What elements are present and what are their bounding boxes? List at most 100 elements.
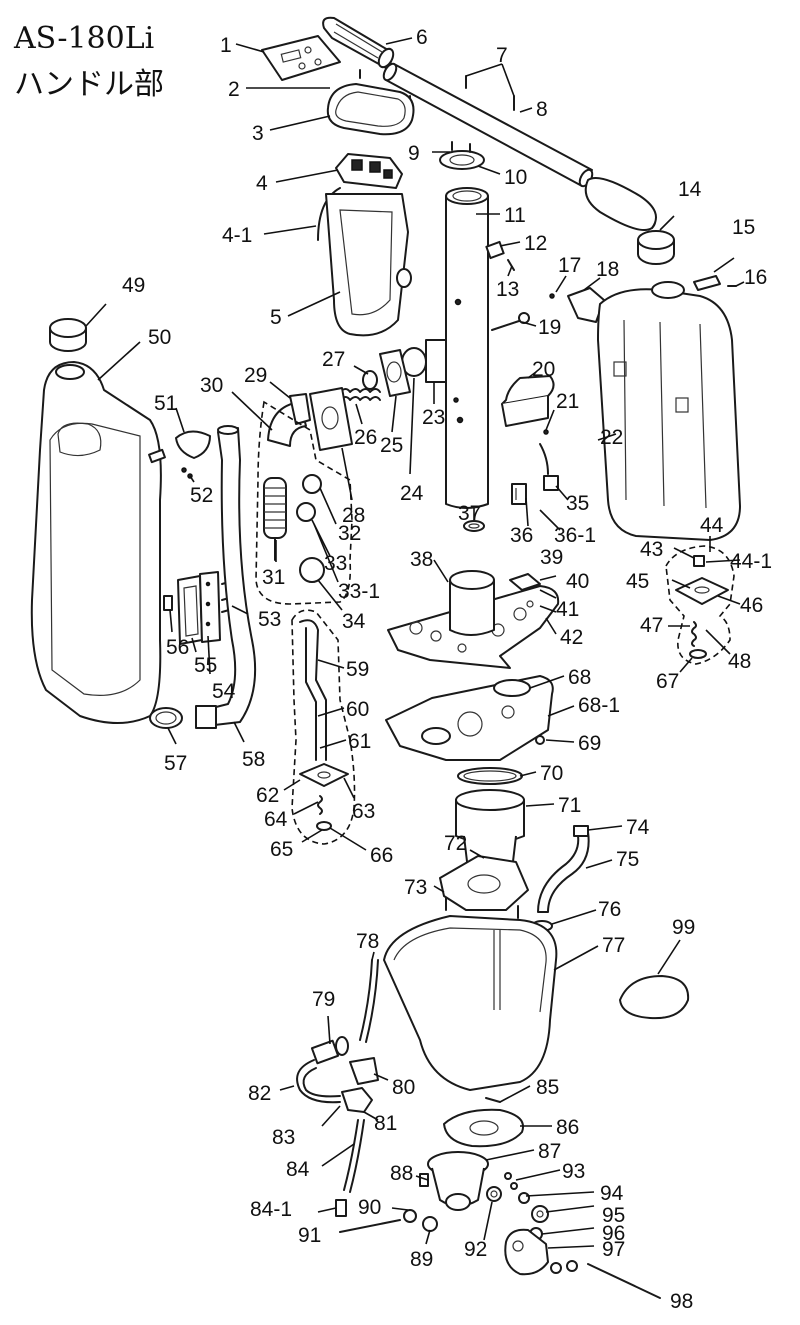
part-48-washer [689,649,707,659]
callout-5: 5 [270,306,282,329]
part-75-hose [537,825,590,913]
part-58-suction-hose [195,425,257,729]
callout-75: 75 [616,848,639,871]
part-5-handle-body [325,193,412,337]
callout-58: 58 [242,748,265,771]
callout-57: 57 [164,752,187,775]
callout-38: 38 [410,548,433,571]
part-97-wheel-fork [504,1228,578,1276]
callout-70: 70 [540,762,563,785]
callout-31: 31 [262,566,285,589]
callout-96: 96 [602,1222,625,1245]
callout-51: 51 [154,392,177,415]
callout-29: 29 [244,364,267,387]
callout-16: 16 [744,266,767,289]
callout-94: 94 [600,1182,624,1205]
callout-45: 45 [626,570,649,593]
part-14-cap [637,230,675,265]
part-83-elbow [341,1087,373,1113]
part-grip-bottom [584,177,657,231]
callout-43: 43 [640,538,663,561]
part-33-disk [296,502,316,522]
group-29-34-outline [255,400,353,605]
part-72-motor-flange [439,855,529,911]
callout-68-1: 68-1 [578,694,620,717]
callout-91: 91 [298,1224,321,1247]
diagram-title-section: ハンドル部 [14,67,164,102]
callout-11: 11 [504,204,526,227]
callout-33: 33 [324,552,347,575]
group-59-66-outline [291,609,356,845]
callout-68: 68 [568,666,591,689]
part-79-valve [310,1036,349,1065]
callout-76: 76 [598,898,621,921]
part-68-mid-plate [385,675,554,761]
part-82-tube [296,1059,341,1104]
part-64-spring [317,795,323,815]
part-62-mount-plate [299,763,349,787]
part-3-top-cover [326,83,415,136]
part-15-tab [693,275,737,291]
part-26-spring [339,388,381,401]
callout-89: 89 [410,1248,433,1271]
callout-52: 52 [190,484,213,507]
callout-99: 99 [672,916,695,939]
callout-34: 34 [342,610,366,633]
callout-6: 6 [416,26,428,49]
callout-64: 64 [264,808,288,831]
callout-48: 48 [728,650,751,673]
callout-4-1: 4-1 [222,224,252,247]
part-87-caster-mount [427,1151,489,1211]
part-32-disk [302,474,322,494]
callout-24: 24 [400,482,424,505]
part-38-pipe-socket [449,570,495,636]
callout-65: 65 [270,838,293,861]
callout-7: 7 [496,44,508,67]
callout-93: 93 [562,1160,585,1183]
part-91-bolt [339,1219,401,1233]
callout-69: 69 [578,732,601,755]
callout-88: 88 [390,1162,413,1185]
callout-63: 63 [352,800,375,823]
part-78-tube [359,959,379,1043]
callout-82: 82 [248,1082,271,1105]
diagram-title-model: AS-180Li [14,21,155,56]
part-4-1-cable [317,187,341,241]
part-23-valve-body [401,339,447,383]
callout-20: 20 [532,358,555,381]
part-99-cover [619,975,690,1020]
callout-84: 84 [286,1158,310,1181]
part-98-axle [587,1263,661,1299]
callout-77: 77 [602,934,625,957]
part-22-clean-tank [597,281,741,541]
part-10-clamp-ring [439,141,485,170]
part-45-flange [675,577,729,605]
callout-25: 25 [380,434,403,457]
callout-90: 90 [358,1196,381,1219]
callout-53: 53 [258,608,281,631]
part-92-nut [486,1186,502,1202]
callout-79: 79 [312,988,335,1011]
callout-18: 18 [596,258,619,281]
callout-87: 87 [538,1140,561,1163]
part-69-screw [535,735,545,745]
part-19-bolt [491,312,530,331]
part-84-tube [343,1119,365,1193]
callout-55: 55 [194,654,217,677]
part-47-spring [691,621,697,647]
part-30-elbow [267,393,311,447]
part-90-nut [403,1209,417,1223]
callout-95: 95 [602,1204,625,1227]
part-27-o-ring [362,370,378,390]
callout-1: 1 [220,34,232,57]
callout-23: 23 [422,406,445,429]
part-80-bracket [349,1057,379,1085]
callout-30: 30 [200,374,223,397]
callout-15: 15 [732,216,755,239]
leader-lines [85,37,745,1249]
callout-35: 35 [566,492,589,515]
part-20-pipe-clamp [501,375,555,435]
callout-61: 61 [348,730,371,753]
part-36-bracket [511,483,527,505]
callout-4: 4 [256,172,268,195]
